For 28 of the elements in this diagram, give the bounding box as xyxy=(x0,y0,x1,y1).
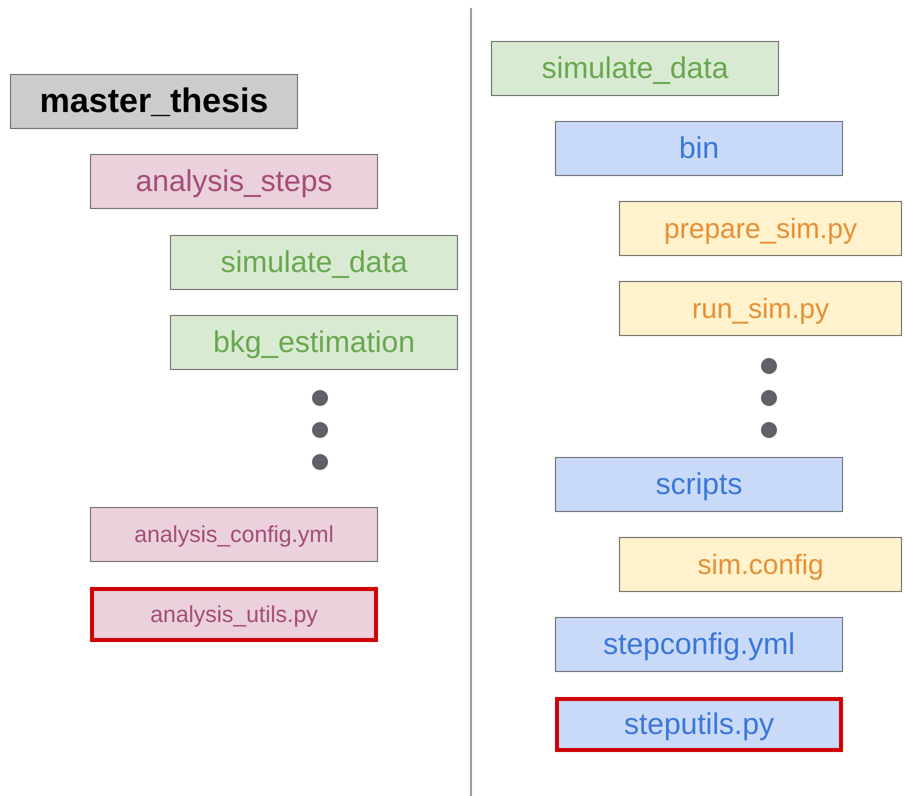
item-name: run_sim.py xyxy=(692,292,829,324)
highlighted-folder-box xyxy=(555,697,843,752)
item-name: analysis_utils.py xyxy=(150,601,318,628)
folder-box xyxy=(170,315,458,370)
folder-box xyxy=(170,235,458,290)
folder-box xyxy=(90,154,378,209)
item-name: scripts xyxy=(656,468,742,502)
item-name: simulate_data xyxy=(220,246,408,280)
item-name: analysis_steps xyxy=(136,164,332,198)
item-name: bkg_estimation xyxy=(213,326,415,360)
folder-box xyxy=(555,617,843,672)
item-name: bin xyxy=(678,132,720,166)
folder-box xyxy=(90,507,378,562)
item-name: analysis_config.yml xyxy=(134,521,334,548)
folder-box xyxy=(619,201,902,256)
item-name: stepconfig.yml xyxy=(603,628,795,662)
folder-box xyxy=(10,74,298,129)
folder-box xyxy=(619,281,902,336)
folder-box xyxy=(555,457,843,512)
item-name: prepare_sim.py xyxy=(664,212,857,244)
item-name: simulate_data xyxy=(542,52,728,86)
folder-box xyxy=(619,537,902,592)
item-name: steputils.py xyxy=(624,708,774,742)
folder-box xyxy=(491,41,779,96)
item-name: master_thesis xyxy=(40,82,268,121)
folder-box xyxy=(555,121,843,176)
item-name: sim.config xyxy=(697,548,824,580)
highlighted-folder-box xyxy=(90,587,378,642)
